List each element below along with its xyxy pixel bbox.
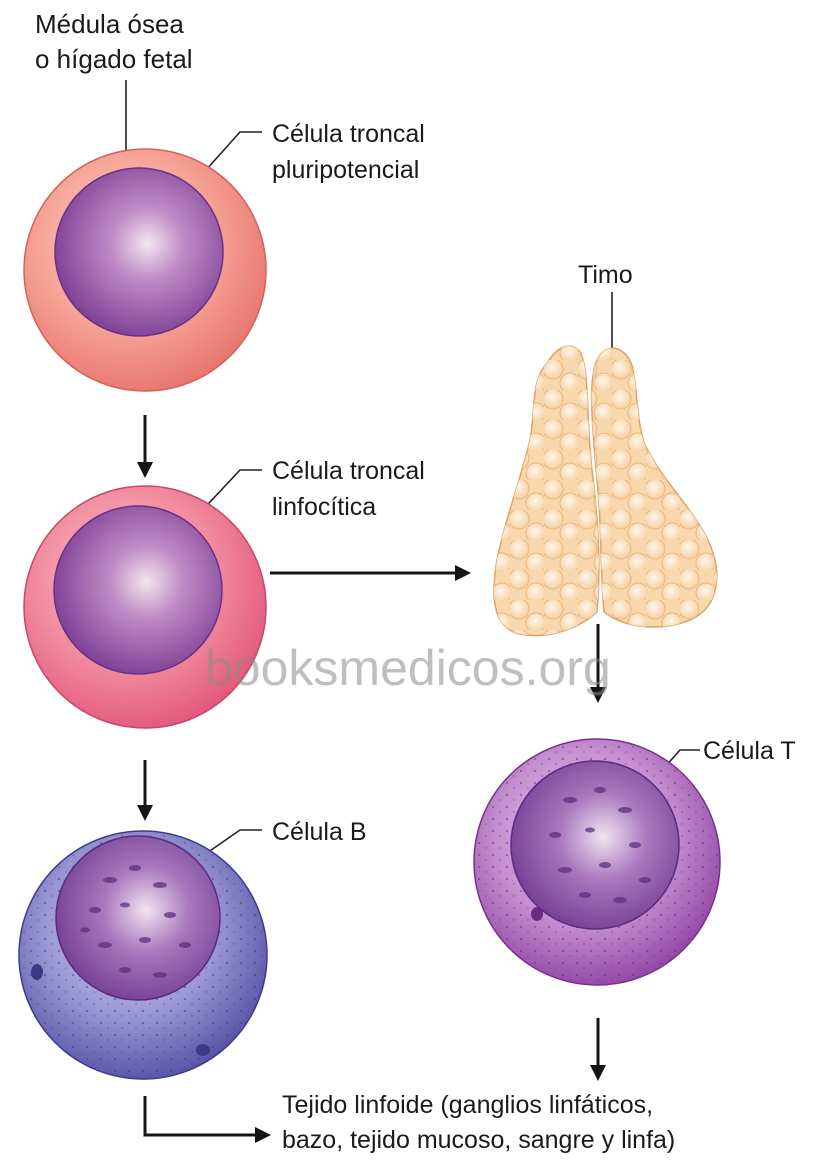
label-thymus: Timo — [578, 261, 633, 289]
thymus-left-lobules — [480, 330, 610, 650]
right-arrow-icon — [270, 565, 471, 581]
pluripotent-nucleus — [55, 168, 223, 336]
label-lymphoid-line2: linfocítica — [272, 493, 376, 521]
b-cell-organelle — [196, 1044, 210, 1056]
label-lymphoid-line1: Célula troncal — [272, 457, 425, 485]
down-arrow-icon — [137, 760, 153, 821]
label-pluripotent-line1: Célula troncal — [272, 120, 425, 148]
watermark: booksmedicos.org — [205, 640, 611, 696]
elbow-right-arrow-icon — [145, 1096, 271, 1143]
b-cell-nucleus — [56, 836, 220, 1000]
b-cell-organelle — [31, 964, 43, 980]
label-destination-line2: bazo, tejido mucoso, sangre y linfa) — [282, 1126, 675, 1154]
label-t-cell: Célula T — [703, 737, 796, 765]
down-arrow-icon — [137, 415, 153, 478]
thymus-right-lobules — [585, 330, 730, 650]
t-cell — [474, 739, 720, 985]
pluripotent-stem-cell — [24, 149, 266, 391]
t-cell-nucleus — [511, 761, 679, 929]
lymphoid-nucleus — [54, 506, 222, 674]
t-cell-organelle — [531, 907, 543, 921]
b-cell — [19, 831, 267, 1079]
label-source-line2: o hígado fetal — [35, 44, 193, 74]
label-b-cell: Célula B — [272, 818, 367, 846]
thymus — [480, 330, 730, 650]
label-source-line1: Médula ósea — [35, 9, 184, 39]
label-pluripotent-line2: pluripotencial — [272, 156, 419, 184]
down-arrow-icon — [590, 1018, 606, 1081]
label-destination-line1: Tejido linfoide (ganglios linfáticos, — [282, 1091, 653, 1119]
